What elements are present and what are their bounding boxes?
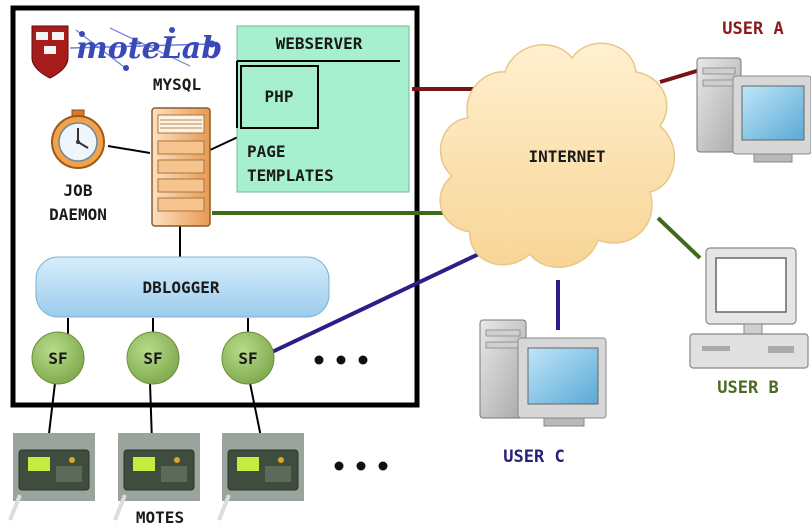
- user-c-computer-icon: [479, 319, 607, 427]
- internet-cloud: [439, 42, 676, 268]
- more-sf-ellipsis: [314, 355, 368, 365]
- mysql-label: MYSQL: [153, 75, 201, 94]
- user-a-computer-icon: [696, 57, 811, 163]
- stopwatch-icon: [51, 109, 105, 169]
- motes-label: MOTES: [136, 508, 184, 526]
- user-c-label: USER C: [503, 447, 564, 467]
- internet-user-a-link: [659, 68, 701, 84]
- sf-node-3: SF: [221, 331, 275, 385]
- internet-label: INTERNET: [528, 147, 605, 166]
- mote-board-1: [8, 433, 95, 521]
- mote-board-3: [217, 433, 304, 521]
- job-daemon-label-line2: DAEMON: [49, 205, 107, 224]
- job-daemon-label-line1: JOB: [64, 181, 93, 200]
- motelab-logo-text: moteLab: [76, 31, 222, 66]
- sf-label: SF: [48, 349, 67, 368]
- php-box: [240, 65, 319, 129]
- mysql-webserver-link: [209, 136, 239, 151]
- sf-label: SF: [238, 349, 257, 368]
- sf-node-2: SF: [126, 331, 180, 385]
- mysql-server-icon: [151, 107, 211, 227]
- mote-board-2: [113, 433, 200, 521]
- user-b-computer-icon: [689, 247, 809, 369]
- motelab-logo: moteLab: [31, 25, 222, 79]
- page-templates-label-line2: TEMPLATES: [247, 166, 334, 185]
- webserver-label: WEBSERVER: [276, 34, 363, 53]
- sf-node-1: SF: [31, 331, 85, 385]
- internet-user-b-link: [656, 216, 702, 260]
- sf-internet-link: [271, 250, 484, 354]
- sf1-mote-link: [47, 382, 56, 443]
- dblogger-box: [35, 256, 330, 318]
- sf2-mote-link: [149, 382, 153, 443]
- user-a-label: USER A: [722, 19, 783, 39]
- sf3-mote-link: [249, 382, 263, 443]
- more-motes-ellipsis: [334, 461, 388, 471]
- dblogger-label: DBLOGGER: [142, 278, 219, 297]
- webserver-box: [236, 25, 410, 193]
- user-b-label: USER B: [717, 378, 778, 398]
- sf-label: SF: [143, 349, 162, 368]
- job-mysql-link: [107, 145, 151, 154]
- php-label: PHP: [265, 87, 294, 106]
- page-templates-label-line1: PAGE: [247, 142, 286, 161]
